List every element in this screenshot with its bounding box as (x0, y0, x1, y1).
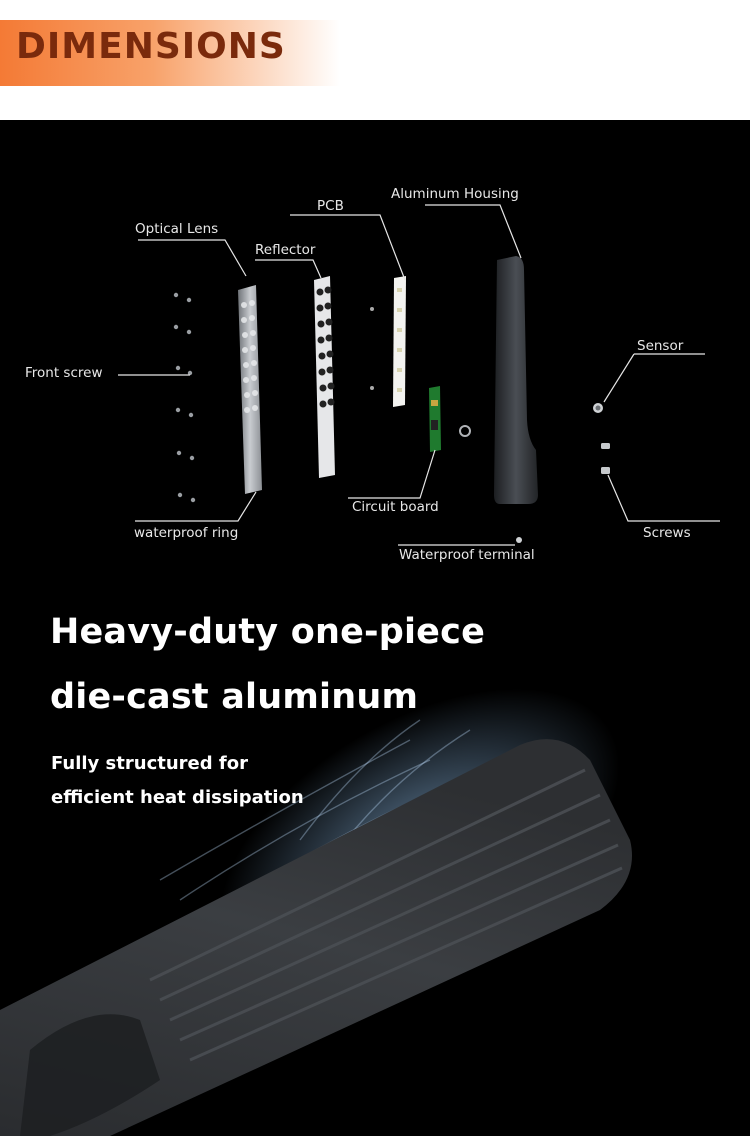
label-circuit-board: Circuit board (352, 499, 439, 515)
label-optical-lens: Optical Lens (135, 221, 219, 237)
label-sensor: Sensor (637, 338, 684, 354)
product-panel: Optical Lens Reflector PCB Aluminum Hous… (0, 120, 750, 1136)
label-pcb: PCB (317, 198, 344, 214)
label-screws: Screws (643, 525, 691, 541)
lamp-housing-icon (0, 739, 632, 1136)
page-title: DIMENSIONS (16, 26, 286, 67)
nut-part (459, 425, 471, 437)
heat-flow-icon (0, 688, 632, 1136)
pcb-part (393, 276, 406, 407)
label-aluminum-housing: Aluminum Housing (391, 186, 519, 202)
feature-headline-line-2: die-cast aluminum (50, 677, 419, 717)
leader-lines (118, 204, 720, 546)
waterproof-terminal-part (516, 537, 522, 543)
screws-part (601, 443, 610, 474)
feature-headline-line-1: Heavy-duty one-piece (50, 612, 486, 652)
label-waterproof-ring: waterproof ring (134, 525, 239, 541)
aluminum-housing-part (494, 256, 538, 504)
sensor-part (593, 403, 603, 413)
feature-subline-line-2: efficient heat dissipation (51, 787, 304, 808)
front-screws (173, 292, 196, 503)
header-band: DIMENSIONS (0, 0, 750, 120)
optical-lens-part (238, 285, 262, 494)
label-front-screw: Front screw (25, 365, 103, 381)
header-accent-tag (0, 20, 340, 86)
circuit-board-part (429, 386, 441, 452)
exploded-view-diagram (118, 204, 720, 546)
label-waterproof-terminal: Waterproof terminal (399, 547, 535, 563)
feature-subline-line-1: Fully structured for (51, 753, 248, 774)
label-reflector: Reflector (255, 242, 316, 258)
reflector-part (314, 276, 335, 478)
